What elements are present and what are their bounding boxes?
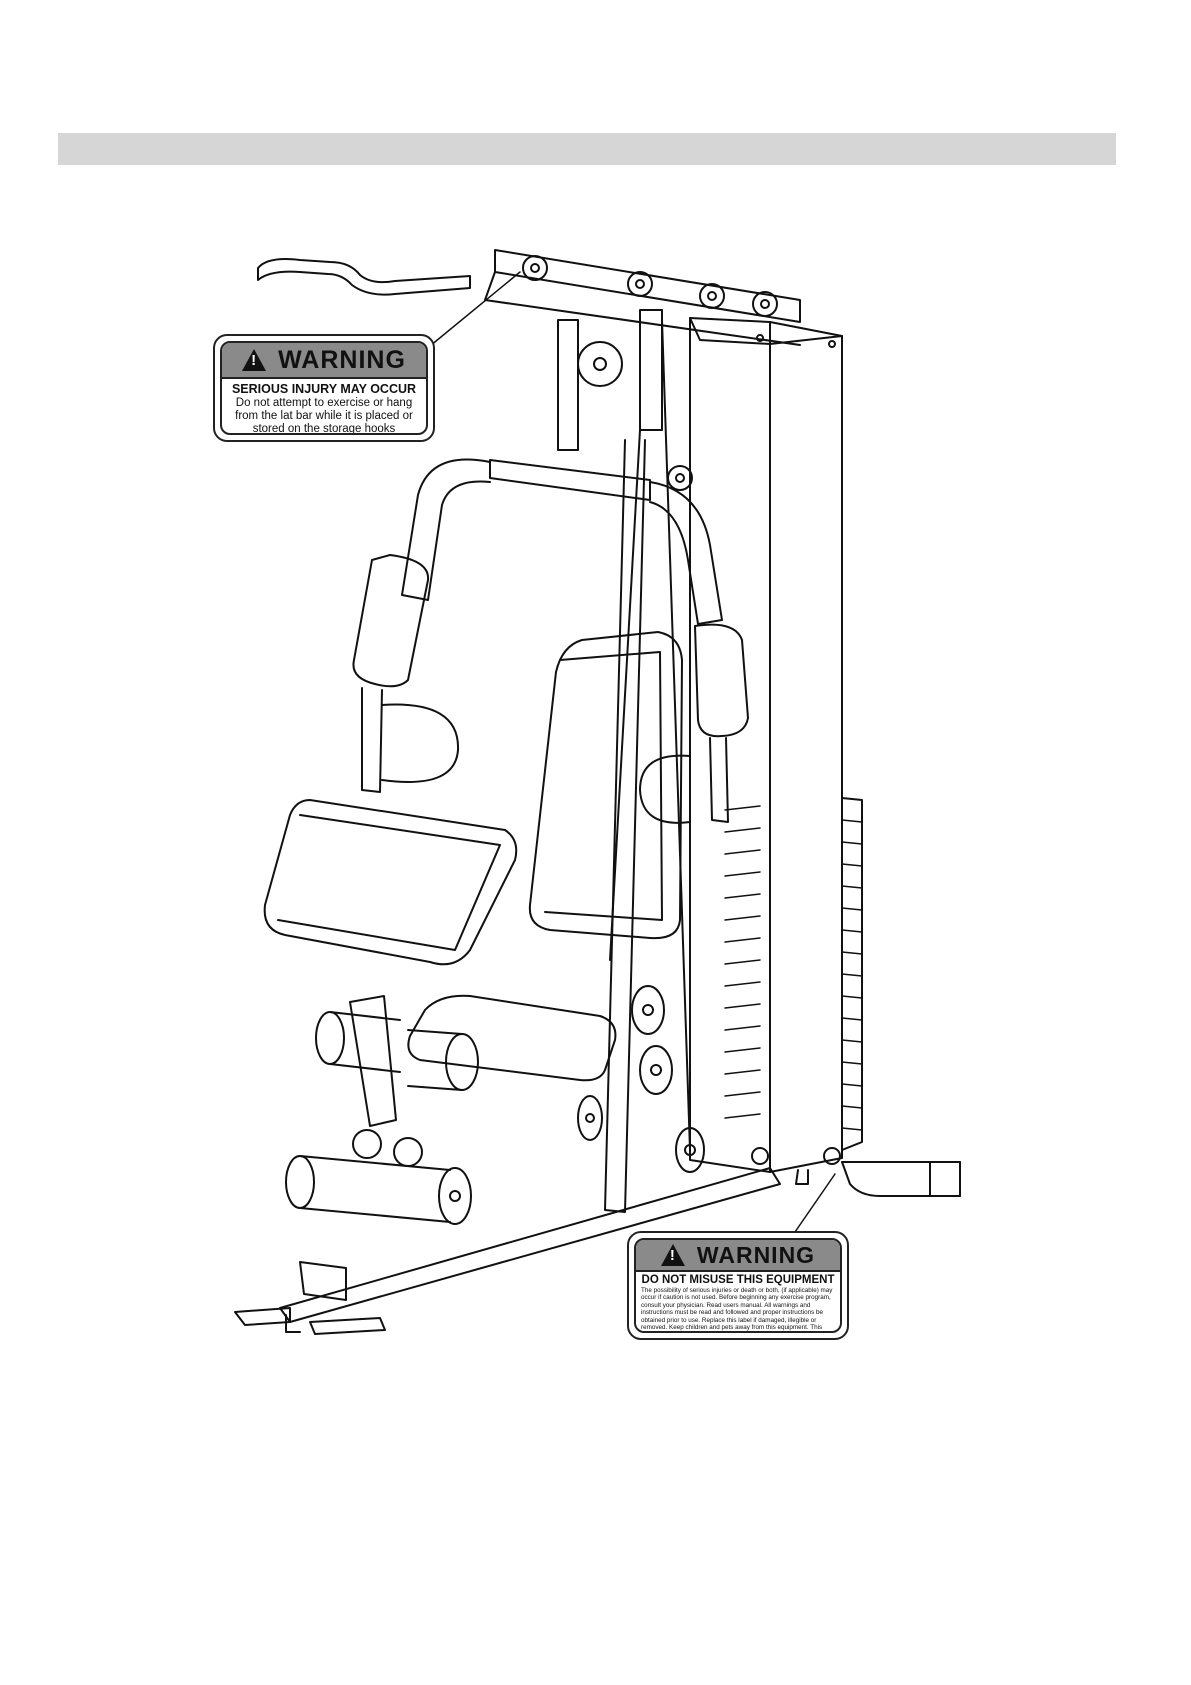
back-pad bbox=[528, 631, 683, 940]
label-leader-line-top bbox=[429, 271, 521, 347]
pec-deck-arms bbox=[352, 458, 749, 824]
misuse-warning-label: ! WARNING DO NOT MISUSE THIS EQUIPMENT T… bbox=[627, 1231, 849, 1340]
lower-pulleys bbox=[577, 985, 705, 1173]
seat-pad bbox=[407, 994, 617, 1082]
weight-plates bbox=[724, 805, 863, 1131]
base-frame bbox=[234, 1161, 961, 1335]
section-header-band bbox=[58, 133, 1116, 165]
warning-word: WARNING bbox=[696, 1241, 816, 1268]
label-header: ! WARNING bbox=[222, 343, 426, 379]
warning-triangle-icon: ! bbox=[660, 1244, 685, 1266]
lat-bar bbox=[257, 258, 471, 296]
label-frame: ! WARNING DO NOT MISUSE THIS EQUIPMENT T… bbox=[634, 1238, 842, 1333]
warning-word: WARNING bbox=[278, 345, 406, 374]
leg-extension bbox=[285, 995, 479, 1301]
warning-triangle-icon: ! bbox=[242, 349, 267, 371]
weight-stack-tower bbox=[689, 317, 863, 1173]
warning-body: The possibility of serious injuries or d… bbox=[641, 1287, 833, 1332]
label-header: ! WARNING bbox=[636, 1240, 840, 1272]
center-column bbox=[557, 309, 693, 1213]
warning-body: Do not attempt to exercise or hang from … bbox=[235, 397, 413, 435]
warning-subtitle: SERIOUS INJURY MAY OCCUR bbox=[231, 382, 417, 396]
label-leader-line-bottom bbox=[794, 1173, 836, 1233]
warning-subtitle: DO NOT MISUSE THIS EQUIPMENT bbox=[641, 1274, 835, 1286]
label-frame: ! WARNING SERIOUS INJURY MAY OCCUR Do no… bbox=[220, 341, 428, 435]
top-pulley-beam bbox=[484, 249, 801, 346]
lat-bar-warning-label: ! WARNING SERIOUS INJURY MAY OCCUR Do no… bbox=[213, 334, 435, 442]
preacher-pad bbox=[263, 799, 518, 966]
